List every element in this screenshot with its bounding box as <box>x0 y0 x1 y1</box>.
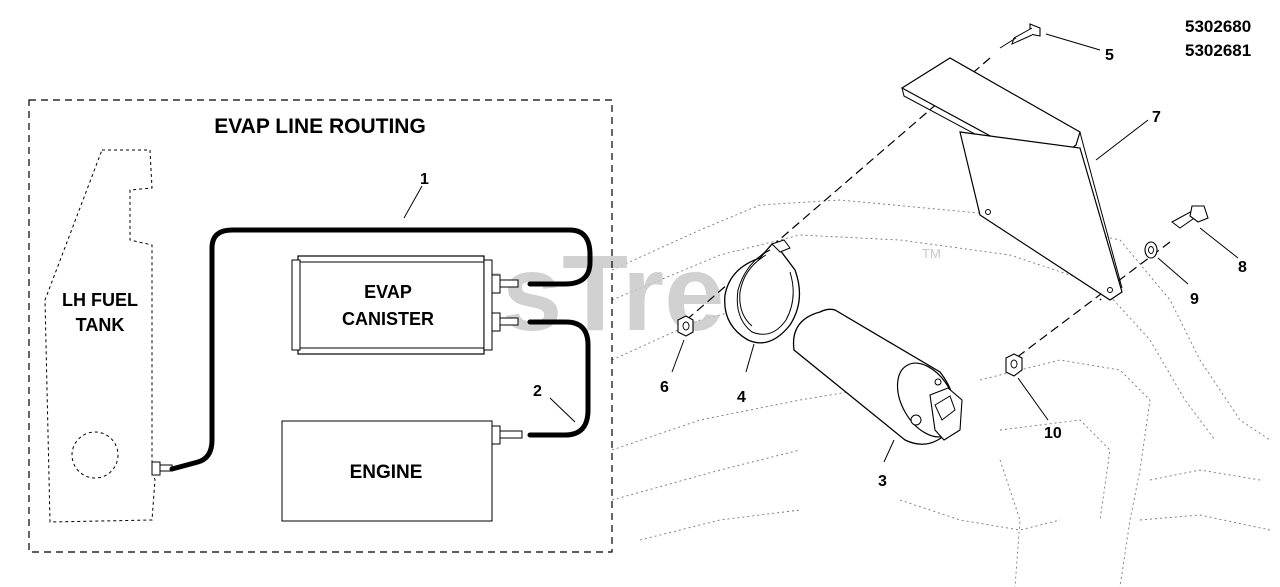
trademark-mark: TM <box>922 246 941 261</box>
mower-deck-outline <box>611 199 1271 587</box>
callout-1: 1 <box>420 171 429 188</box>
mounting-bracket <box>900 57 1123 301</box>
callout-5: 5 <box>1105 47 1114 64</box>
callout-8: 8 <box>1238 259 1247 276</box>
part-number-1: 5302680 <box>1185 17 1251 36</box>
engine-label: ENGINE <box>350 462 423 483</box>
tank-fitting <box>151 461 173 476</box>
fuel-tank-label-line2: TANK <box>76 315 125 335</box>
callout-9: 9 <box>1190 291 1199 308</box>
fuel-tank-label-line1: LH FUEL <box>62 290 138 310</box>
callout-10: 10 <box>1044 425 1062 442</box>
callout-3: 3 <box>878 473 887 490</box>
canister-cylinder <box>792 308 963 445</box>
canister-clamp <box>724 239 801 344</box>
screw-top <box>999 23 1041 49</box>
evap-line-2 <box>527 319 591 438</box>
callout-7: 7 <box>1152 109 1161 126</box>
nut-right <box>1005 353 1023 377</box>
nut-left <box>677 315 694 337</box>
bolt <box>1171 205 1209 229</box>
callout-4: 4 <box>737 389 746 406</box>
evap-line-1 <box>169 227 593 472</box>
routing-box: EVAP LINE ROUTING LH FUEL TANK EVAP CANI… <box>28 99 613 553</box>
assembly-line-right <box>1015 241 1171 359</box>
routing-title: EVAP LINE ROUTING <box>214 115 426 138</box>
washer <box>1144 241 1158 259</box>
fuel-tank-outline <box>44 149 156 523</box>
engine-block: ENGINE <box>281 420 523 522</box>
callout-6: 6 <box>660 379 669 396</box>
evap-canister: EVAP CANISTER <box>291 255 519 355</box>
canister-label-line1: EVAP <box>364 282 412 302</box>
part-number-2: 5302681 <box>1185 41 1251 60</box>
callout-2: 2 <box>533 383 542 400</box>
canister-label-line2: CANISTER <box>342 309 434 329</box>
fuel-tank-cap <box>71 431 119 479</box>
